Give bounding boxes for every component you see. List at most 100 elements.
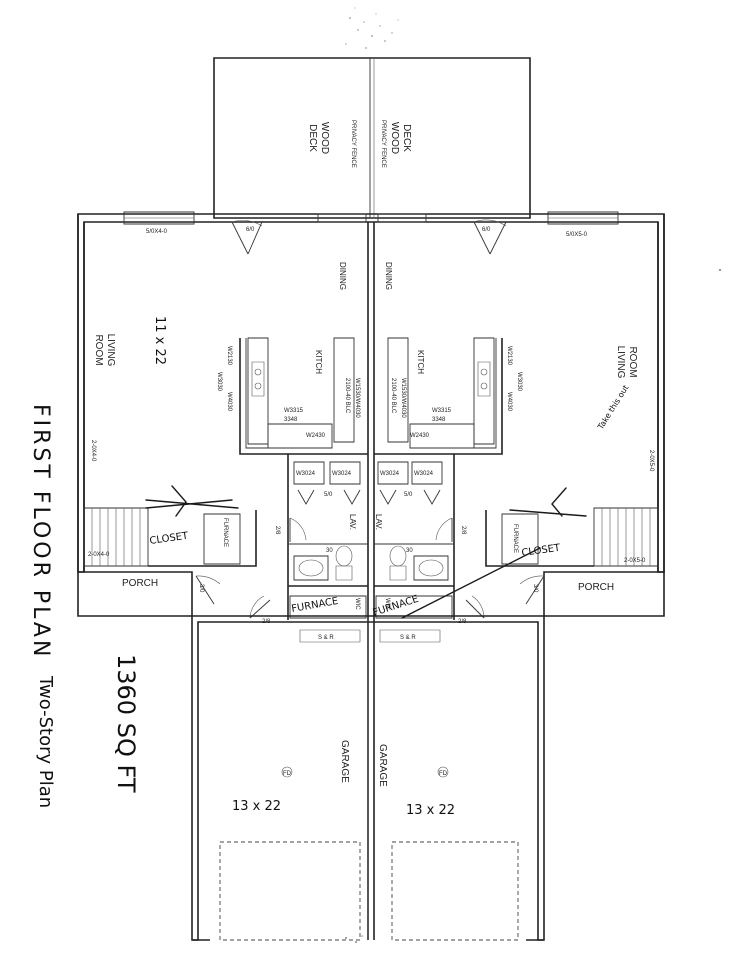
rear-window-right-label: 5/0X5-0 [566, 232, 588, 238]
side-window-left: 2-0X4-0 [90, 440, 96, 462]
stair-left [84, 508, 240, 566]
entry-door-left [196, 576, 220, 604]
kitchen-sink-left [252, 362, 264, 396]
kitchen-window-w2430-left: W2430 [306, 433, 326, 439]
wic-label-right: WIC [384, 598, 390, 610]
lav-door-left [290, 518, 306, 542]
interior-walls [240, 338, 502, 620]
porch-label-right: PORCH [578, 582, 614, 593]
upper-cab2-left: W1530/W4030 [354, 378, 360, 418]
take-out-note: Take this out [596, 383, 631, 431]
closet-note-left: CLOSET [149, 531, 190, 547]
porch-label-left: PORCH [122, 578, 158, 589]
rear-door-left-label: 6/0 [246, 227, 255, 233]
kitchen-window-w3315-right: W3315 [432, 408, 452, 414]
garage-size-left: 13 x 22 [232, 799, 281, 814]
rear-door-right [474, 220, 506, 254]
closet-markup [146, 486, 586, 516]
floor-drain-right [438, 767, 448, 777]
upper-cab-left: 2100-40 BLC [344, 378, 350, 414]
closet-note-right: CLOSET [521, 543, 562, 559]
bottom-mark [345, 935, 363, 943]
deck-label-right: DECK WOOD [389, 122, 412, 154]
hall-walls [148, 510, 594, 566]
area-note: 1360 SQ FT [112, 654, 140, 793]
kitchen-sink-right [478, 362, 490, 396]
cabinet-w3030-left: W3030 [216, 372, 222, 392]
wic-label-left: WIC [354, 598, 360, 610]
toilet-right [389, 545, 407, 580]
cabinet-w4030-left: W4030 [226, 392, 232, 412]
laundry-door-left: 5/0 [324, 492, 333, 498]
garage-label-left: GARAGE [339, 740, 350, 783]
living-label-left: LIVING ROOM [93, 334, 116, 367]
kitchen-window-w2430-right: W2430 [410, 433, 430, 439]
furnace-strike-line [402, 548, 540, 618]
lav-base-left: 30 [326, 548, 333, 554]
entry-door-label-right: 3/0 [532, 584, 538, 593]
entry-door-right [520, 576, 544, 604]
deck-right-line2: WOOD [389, 122, 400, 154]
garage-label-right: GARAGE [377, 744, 388, 787]
lav-sink-left [298, 559, 324, 577]
plan-title: FIRST FLOOR PLAN [28, 404, 53, 659]
laundry-w3024-right-a: W3024 [380, 471, 400, 477]
laundry-door-right: 5/0 [404, 492, 413, 498]
kitchen-window-w3315-left: W3315 [284, 408, 304, 414]
side-window-right: 2-0X5-0 [648, 450, 654, 472]
fd-left: FD [283, 771, 292, 777]
upper-cab-right: 2100-40 BLC [390, 378, 396, 414]
toilet-left [335, 545, 353, 580]
living-left-line2: ROOM [93, 334, 104, 365]
garage-door-right [466, 596, 484, 618]
lav-sink-right [418, 559, 444, 577]
lav-door-label-right: 2/8 [460, 526, 466, 535]
living-right-line2: LIVING [615, 346, 626, 379]
plan-type-note: Two-Story Plan [35, 675, 56, 808]
upper-cab2-right: W1530/W4030 [400, 378, 406, 418]
living-label-right: ROOM LIVING [615, 346, 638, 379]
cabinet-w2130-left: W2130 [226, 346, 232, 366]
entry-door-label-left: 3/0 [198, 584, 204, 593]
garage-door-left [250, 596, 270, 618]
lav-label-right: LAV. [374, 514, 383, 530]
shelf-right: S & R [400, 635, 416, 641]
cabinet-w4030-right: W4030 [506, 392, 512, 412]
lav-base-right: 30 [406, 548, 413, 554]
wood-deck [214, 58, 530, 218]
porch-window-right: 2-0X5-0 [624, 558, 646, 564]
stair-right [502, 508, 658, 566]
lav-label-left: LAV. [348, 514, 357, 530]
garage-size-right: 13 x 22 [406, 803, 455, 818]
deck-right-line1: DECK [401, 124, 412, 152]
lav-door-right [436, 518, 452, 542]
dining-label-right: DINING [384, 262, 393, 290]
privacy-fence-left: PRIVACY FENCE [350, 120, 356, 168]
furnace-note-left: FURNACE [291, 596, 340, 615]
porch-window-left: 2-0X4-0 [88, 552, 110, 558]
living-size-note: 11 x 22 [152, 316, 167, 365]
laundry-w3024-left-b: W3024 [332, 471, 352, 477]
deck-left-line2: DECK [307, 124, 318, 152]
rear-door-right-label: 6/0 [482, 227, 491, 233]
porch-right [544, 572, 664, 616]
deck-label-left: WOOD DECK [307, 122, 330, 154]
cabinet-w2130-right: W2130 [506, 346, 512, 366]
furnace-label-left: FURNACE [222, 518, 228, 547]
rear-window-left-label: 5/0X4-0 [146, 229, 168, 235]
deck-left-line1: WOOD [319, 122, 330, 154]
floor-drain-left [282, 767, 292, 777]
wic-area [290, 596, 452, 642]
kitchen-label-left: KITCH [314, 350, 323, 374]
dining-label-left: DINING [338, 262, 347, 290]
kitchen-window-3348-left: 3348 [284, 417, 298, 423]
rear-windows [124, 212, 618, 224]
rear-door-left [232, 220, 262, 254]
garage-door-openings [220, 842, 518, 940]
kitchen-window-3348-right: 3348 [432, 417, 446, 423]
fd-right: FD [439, 771, 448, 777]
lav-door-label-left: 2/8 [274, 526, 280, 535]
privacy-fence-right: PRIVACY FENCE [380, 120, 386, 168]
furnace-note-right: FURNACE [372, 594, 421, 619]
